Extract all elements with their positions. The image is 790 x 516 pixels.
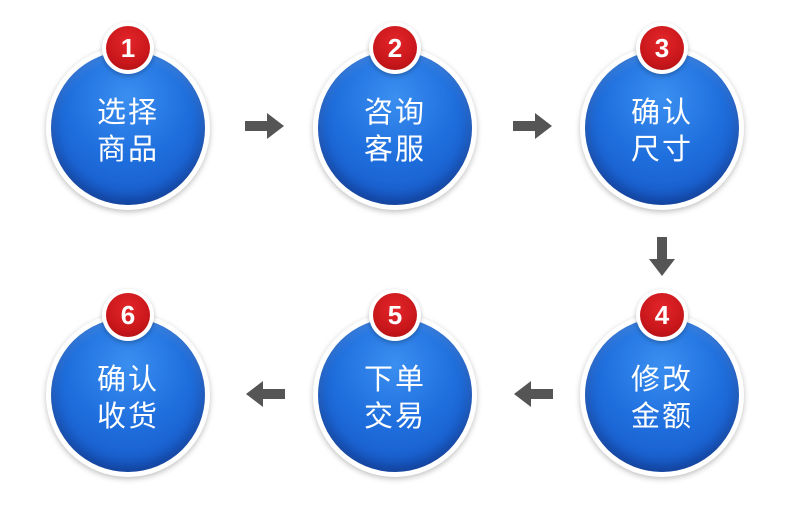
step-number: 5 [373,293,417,337]
step-label-line1: 下单 [363,362,426,396]
step-number-badge: 3 [636,22,688,74]
step-label-line2: 金额 [630,399,693,433]
step-label: 确认 尺寸 [580,94,744,168]
step-1: 1 选择 商品 [46,22,210,210]
step-label: 选择 商品 [46,94,210,168]
step-label-line1: 确认 [630,95,693,129]
step-2: 2 咨询 客服 [313,22,477,210]
step-4: 4 修改 金额 [580,289,744,477]
arrow-down-icon [649,237,675,276]
step-number-badge: 1 [102,22,154,74]
arrow-right-icon [245,113,284,139]
step-6: 6 确认 收货 [46,289,210,477]
step-number: 3 [640,26,684,70]
step-label-line1: 确认 [96,362,159,396]
step-circle [51,51,205,205]
step-label-line2: 商品 [96,132,159,166]
step-number-badge: 5 [369,289,421,341]
step-label-line2: 尺寸 [630,132,693,166]
step-number: 2 [373,26,417,70]
step-label: 下单 交易 [313,361,477,435]
step-circle [51,318,205,472]
arrow-left-icon [514,381,553,407]
step-circle [585,51,739,205]
step-label-line2: 收货 [96,399,159,433]
step-label-line1: 选择 [96,95,159,129]
step-label-line2: 客服 [363,132,426,166]
step-number: 6 [106,293,150,337]
step-circle [585,318,739,472]
step-number-badge: 2 [369,22,421,74]
step-label-line2: 交易 [363,399,426,433]
arrow-left-icon [246,381,285,407]
step-label-line1: 修改 [630,362,693,396]
step-number-badge: 6 [102,289,154,341]
step-label: 咨询 客服 [313,94,477,168]
step-number: 4 [640,293,684,337]
step-number-badge: 4 [636,289,688,341]
step-circle [318,318,472,472]
arrow-right-icon [513,113,552,139]
step-number: 1 [106,26,150,70]
step-3: 3 确认 尺寸 [580,22,744,210]
step-circle [318,51,472,205]
step-label: 确认 收货 [46,361,210,435]
step-label: 修改 金额 [580,361,744,435]
step-label-line1: 咨询 [363,95,426,129]
step-5: 5 下单 交易 [313,289,477,477]
